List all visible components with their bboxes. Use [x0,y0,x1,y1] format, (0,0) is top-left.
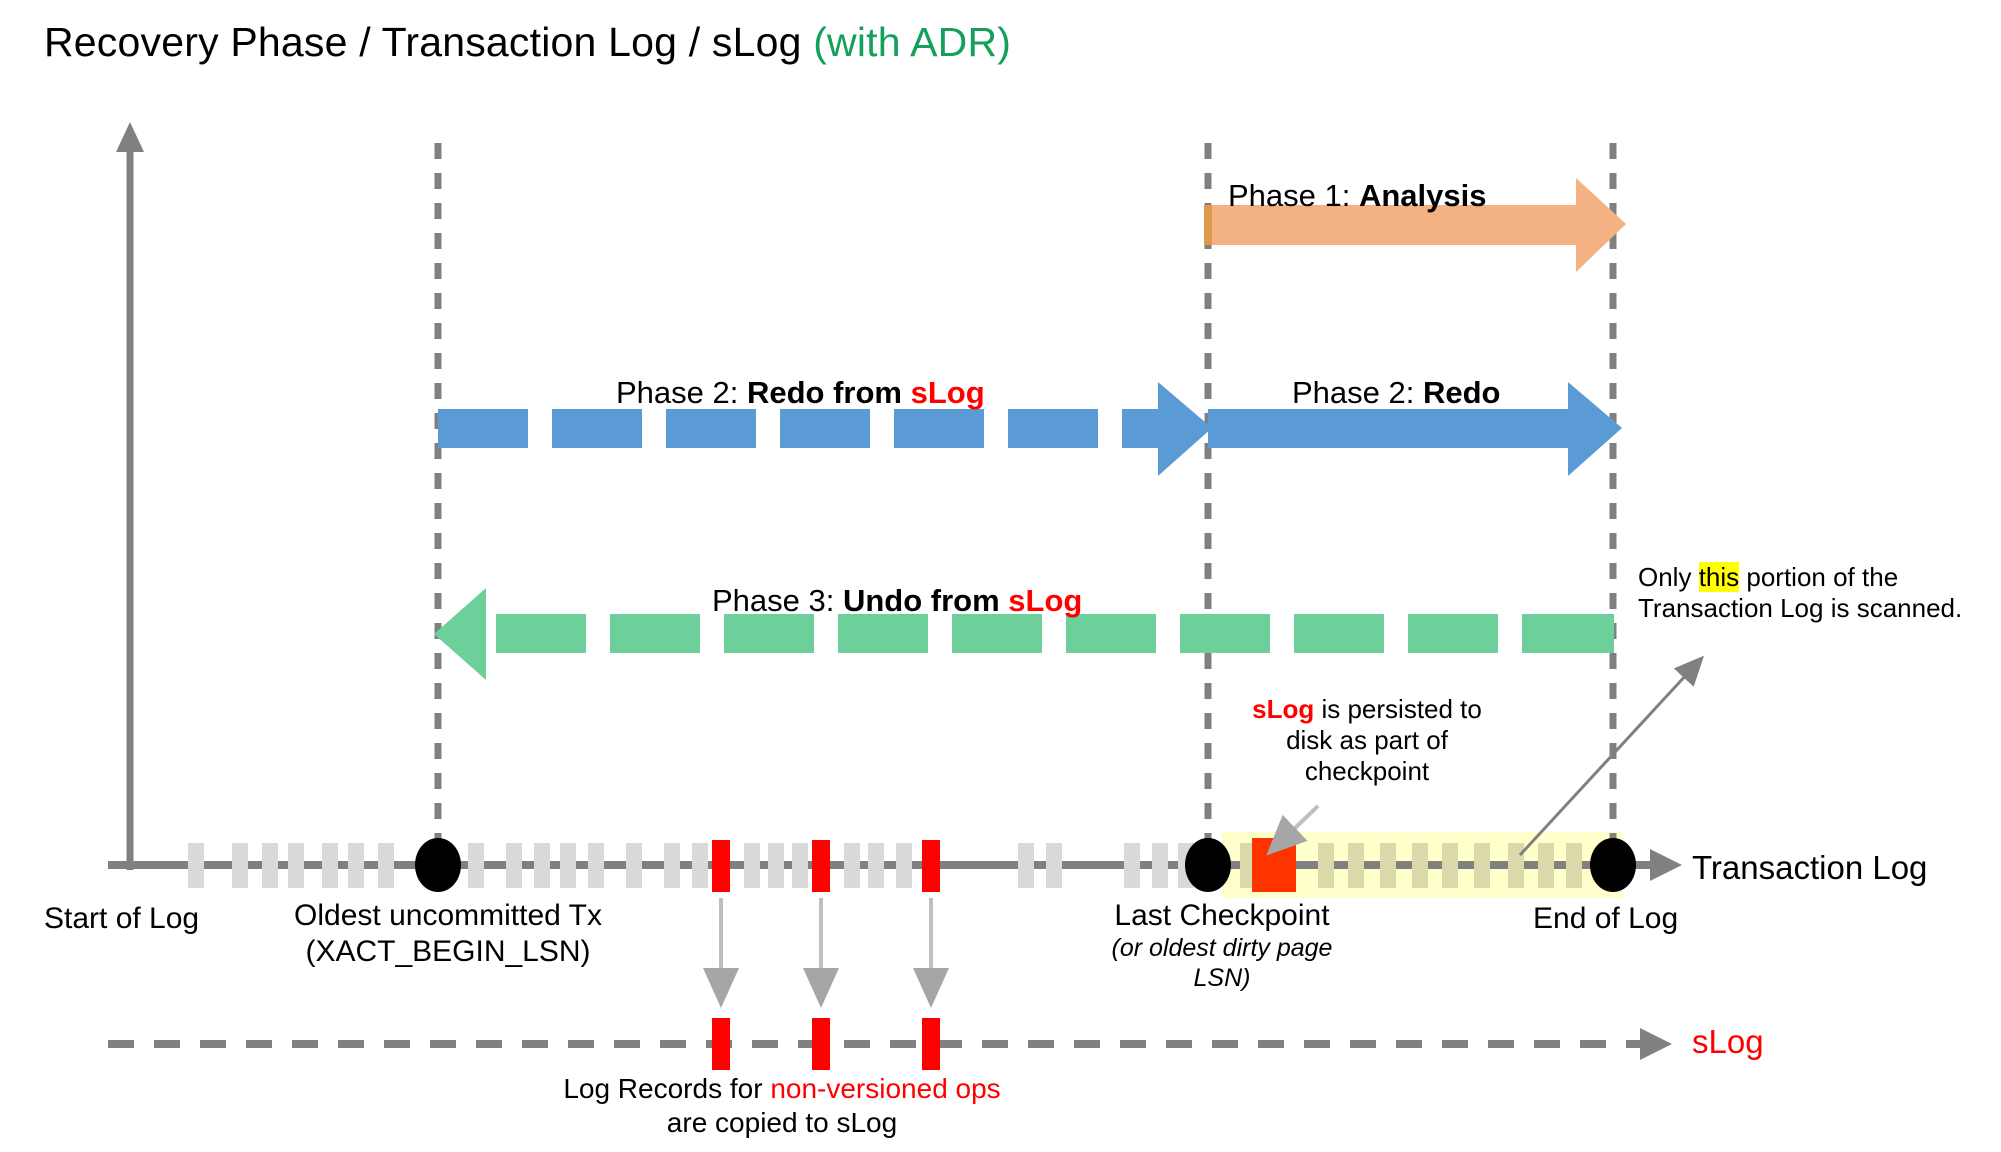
annotation-copied-line1: Log Records for non-versioned ops [532,1072,1032,1106]
annotation-slog-persisted-line1: sLog is persisted to [1222,694,1512,725]
checkpoint-record-block [1252,838,1296,892]
annotation-slog-persisted-line2: disk as part of [1286,725,1448,756]
annotation-copied-to-slog: Log Records for non-versioned ops are co… [532,1072,1032,1139]
copy-to-slog-arrows [703,898,949,1008]
annotation-slog-accent: sLog [1252,694,1315,724]
phase-2a-name: Redo from [746,375,911,410]
slog-records [712,1018,940,1070]
annotation-slog-persisted: sLog is persisted to disk as part of che… [1222,694,1512,788]
log-record-red [712,840,730,892]
phase-2a-prefix: Phase 2: [616,375,747,410]
slog-record [812,1018,830,1070]
phase-2-redo-from-slog-label: Phase 2: Redo from sLog [616,375,985,412]
phase-2a-accent: sLog [910,375,985,410]
scan-highlight-band [1222,832,1622,898]
transaction-log-axis [108,849,1682,881]
label-last-checkpoint-sub2: LSN) [1193,963,1251,992]
phase-1-label: Phase 1: Analysis [1228,178,1487,215]
annotation-scanned-portion-line2: Transaction Log is scanned. [1638,593,1963,624]
phase-2b-name: Redo [1422,375,1501,410]
label-transaction-log-axis: Transaction Log [1692,849,1928,886]
log-record-ticks-scanned [1240,843,1582,888]
phase-3-label: Phase 3: Undo from sLog [712,583,1082,620]
log-record-ticks [188,843,1194,888]
phase-1-prefix: Phase 1: [1228,178,1359,213]
marker-last-checkpoint [1185,838,1231,892]
log-record-red [922,840,940,892]
annotation-copied-pre: Log Records for [563,1073,771,1104]
annotation-scanned-portion-line1: Only this portion of the [1638,562,1988,593]
label-last-checkpoint: Last Checkpoint (or oldest dirty page LS… [1032,898,1412,993]
page-title: Recovery Phase / Transaction Log / sLog … [44,18,1011,66]
page-title-adr: (with ADR) [813,19,1012,65]
label-start-of-log: Start of Log [44,902,200,935]
callout-scan-leader [1518,655,1705,857]
non-versioned-log-records [712,840,940,892]
label-last-checkpoint-sub1: (or oldest dirty page [1111,934,1333,962]
annotation-scan-post: portion of the [1739,562,1899,592]
label-end-of-log: End of Log [1533,902,1679,935]
label-oldest-uncommitted-tx: Oldest uncommitted Tx (XACT_BEGIN_LSN) [238,898,658,970]
label-oldest-uncommitted-tx-line1: Oldest uncommitted Tx [294,899,602,932]
slog-record [922,1018,940,1070]
label-last-checkpoint-line1: Last Checkpoint [1114,899,1330,932]
log-record-red [812,840,830,892]
phase-1-name: Analysis [1358,178,1487,213]
slog-axis [108,1028,1672,1060]
annotation-copied-line2: are copied to sLog [666,1106,898,1138]
label-slog-axis: sLog [1692,1023,1764,1060]
label-oldest-uncommitted-tx-line2: (XACT_BEGIN_LSN) [305,935,591,968]
phase-3-name: Undo from [842,583,1009,618]
phase-3-accent: sLog [1008,583,1083,618]
annotation-scan-highlight: this [1698,562,1740,592]
phase-2-redo-label: Phase 2: Redo [1292,375,1500,412]
annotation-copied-accent: non-versioned ops [770,1073,1001,1104]
slog-record [712,1018,730,1070]
phase-3-prefix: Phase 3: [712,583,843,618]
timeline-point-markers [415,838,1636,892]
phase-2b-prefix: Phase 2: [1292,375,1423,410]
annotation-slog-rest: is persisted to [1314,694,1482,724]
marker-end-of-log [1590,838,1636,892]
page-title-main: Recovery Phase / Transaction Log / sLog [44,19,814,65]
annotation-scan-pre: Only [1638,562,1699,592]
annotation-slog-persisted-line3: checkpoint [1304,756,1430,787]
callout-persist-leader [1266,804,1320,856]
marker-oldest-uncommitted-tx [415,838,461,892]
y-axis [116,122,144,870]
annotation-scanned-portion: Only this portion of the Transaction Log… [1638,562,1988,624]
